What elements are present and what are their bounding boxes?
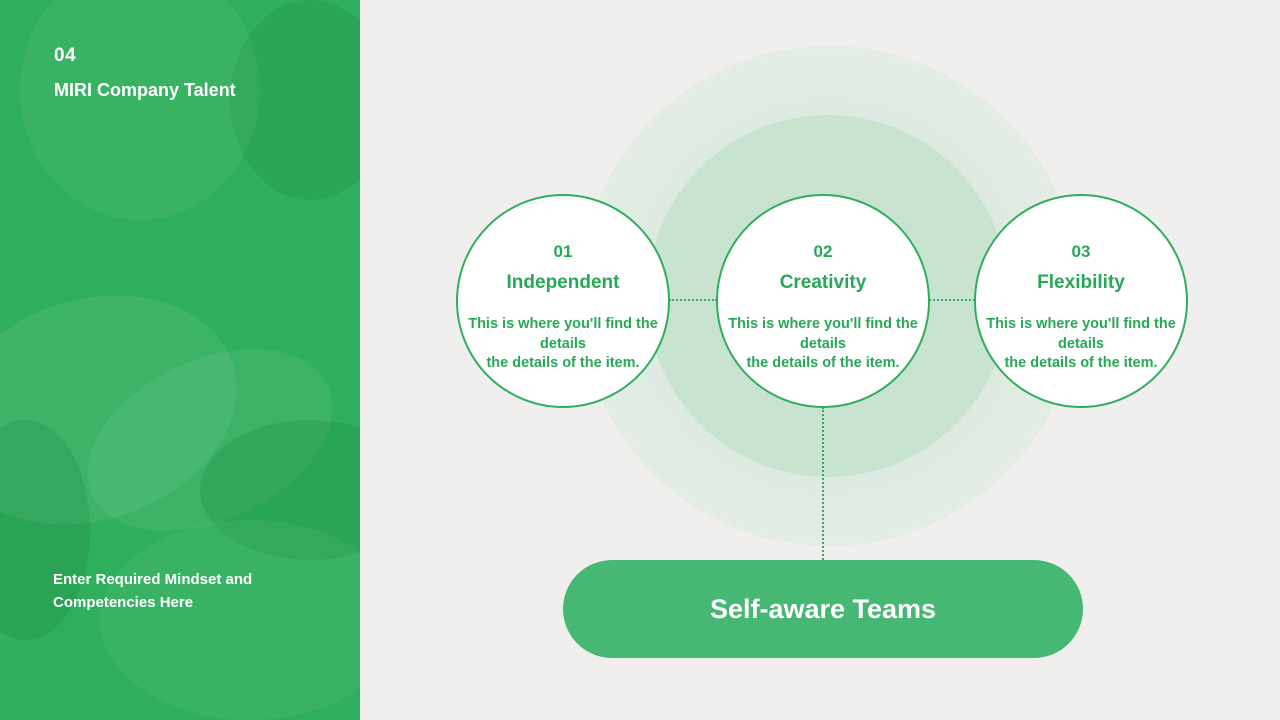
connector-line-1-2 <box>669 299 717 301</box>
node-description-line: This is where you'll find the <box>986 316 1176 332</box>
node-flexibility: 03 Flexibility This is where you'll find… <box>974 194 1188 408</box>
background-photo-shape <box>100 520 360 720</box>
node-description-line: This is where you'll find the <box>728 316 918 332</box>
node-description-line: details <box>1058 335 1104 352</box>
node-description: This is where you'll find the details th… <box>458 315 668 374</box>
connector-line-center-pill <box>822 407 824 560</box>
node-title: Independent <box>506 272 620 293</box>
footnote-text: Enter Required Mindset and Competencies … <box>53 571 253 611</box>
node-description: This is where you'll find the details th… <box>718 315 928 374</box>
node-description-line: the details of the item. <box>746 355 900 371</box>
background-photo-shape <box>20 0 260 220</box>
node-description: This is where you'll find the details th… <box>976 315 1186 374</box>
node-description-line: details <box>540 335 586 352</box>
connector-line-2-3 <box>929 299 975 301</box>
node-description-line: the details of the item. <box>1004 355 1158 371</box>
center-label-pill: Self-aware Teams <box>563 560 1083 658</box>
background-photo-shape <box>230 0 360 200</box>
node-description-line: This is where you'll find the <box>468 316 658 332</box>
node-number: 02 <box>813 242 833 261</box>
node-title: Creativity <box>779 272 867 293</box>
node-creativity: 02 Creativity This is where you'll find … <box>716 194 930 408</box>
node-description-line: the details of the item. <box>486 355 640 371</box>
node-title: Flexibility <box>1037 272 1125 293</box>
node-number: 03 <box>1071 242 1091 261</box>
section-title: MIRI Company Talent <box>54 80 236 100</box>
left-panel: 04 MIRI Company Talent Enter Required Mi… <box>0 0 360 720</box>
node-number: 01 <box>553 242 573 261</box>
section-number: 04 <box>54 45 77 66</box>
node-independent: 01 Independent This is where you'll find… <box>456 194 670 408</box>
node-description-line: details <box>800 335 846 352</box>
